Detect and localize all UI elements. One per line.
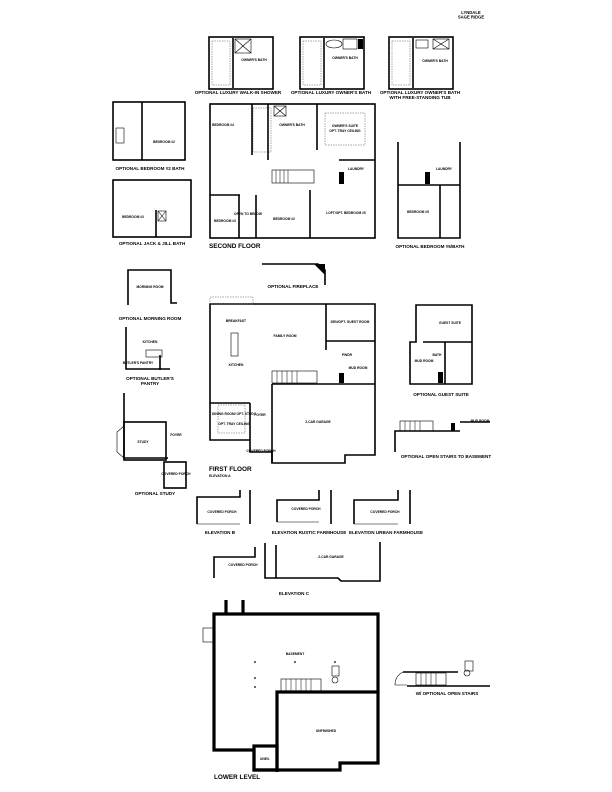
svg-text:OPTIONAL BEDROOM #5/BATH: OPTIONAL BEDROOM #5/BATH bbox=[396, 244, 466, 249]
svg-text:ELEVATION URBAN FARMHOUSE: ELEVATION URBAN FARMHOUSE bbox=[349, 530, 423, 535]
option-jack-jill-bath: BEDROOM #3 OPTIONAL JACK & JILL BATH bbox=[112, 179, 192, 246]
svg-text:FOYER: FOYER bbox=[170, 433, 182, 437]
svg-text:BEDROOM #2: BEDROOM #2 bbox=[153, 140, 175, 144]
option-luxury-owners-bath-tub: OWNER'S BATH OPTIONAL LUXURY OWNER'S BAT… bbox=[380, 36, 461, 100]
plan-name: LYNDALE bbox=[461, 10, 481, 15]
stairs bbox=[271, 370, 318, 384]
svg-text:WITH FREE-STANDING TUB: WITH FREE-STANDING TUB bbox=[389, 95, 451, 100]
svg-text:COVERED PORCH: COVERED PORCH bbox=[246, 449, 276, 453]
option-bedroom5-bath: LAUNDRY BEDROOM #5 OPTIONAL BEDROOM #5/B… bbox=[396, 142, 466, 249]
svg-text:OPTIONAL LUXURY OWNER'S BATH: OPTIONAL LUXURY OWNER'S BATH bbox=[380, 90, 461, 95]
elevation-c: COVERED PORCH 2-CAR GARAGE ELEVATION C bbox=[213, 542, 381, 596]
svg-text:ELEVATION B: ELEVATION B bbox=[205, 530, 236, 535]
svg-text:KITCHEN: KITCHEN bbox=[229, 363, 244, 367]
svg-text:GUEST SUITE: GUEST SUITE bbox=[439, 321, 462, 325]
svg-text:UNEX.: UNEX. bbox=[260, 757, 270, 761]
svg-text:2-CAR GARAGE: 2-CAR GARAGE bbox=[318, 555, 344, 559]
option-open-stairs-basement: MUD ROOM OPTIONAL OPEN STAIRS TO BASEMEN… bbox=[394, 419, 492, 459]
svg-text:MUD ROOM: MUD ROOM bbox=[471, 419, 490, 423]
svg-text:COVERED PORCH: COVERED PORCH bbox=[207, 510, 237, 514]
option-bedroom2-bath: BEDROOM #2 OPTIONAL BEDROOM #2 BATH bbox=[112, 101, 186, 171]
svg-text:MUD ROOM: MUD ROOM bbox=[349, 366, 368, 370]
option-guest-suite: GUEST SUITE MUD ROOM BATH OPTIONAL GUEST… bbox=[409, 304, 473, 397]
svg-text:PANTRY: PANTRY bbox=[141, 381, 159, 386]
svg-text:COVERED PORCH: COVERED PORCH bbox=[228, 563, 258, 567]
svg-text:COVERED PORCH: COVERED PORCH bbox=[370, 510, 400, 514]
svg-text:BEDROOM #5: BEDROOM #5 bbox=[407, 210, 429, 214]
svg-text:OPTIONAL GUEST SUITE: OPTIONAL GUEST SUITE bbox=[413, 392, 469, 397]
first-floor-title: FIRST FLOOR bbox=[209, 466, 252, 473]
option-study: STUDY FOYER COVERED PORCH OPTIONAL STUDY bbox=[116, 393, 191, 496]
svg-text:ELEVATION C: ELEVATION C bbox=[279, 591, 310, 596]
option-morning-room: MORNING ROOM OPTIONAL MORNING ROOM bbox=[119, 269, 182, 321]
svg-text:LAUNDRY: LAUNDRY bbox=[436, 167, 453, 171]
svg-text:PWDR: PWDR bbox=[342, 353, 353, 357]
svg-text:OWNER'S BATH: OWNER'S BATH bbox=[332, 56, 358, 60]
lower-level-title: LOWER LEVEL bbox=[214, 774, 260, 781]
svg-text:BASEMENT: BASEMENT bbox=[286, 652, 305, 656]
svg-text:OPTIONAL BEDROOM #2 BATH: OPTIONAL BEDROOM #2 BATH bbox=[116, 166, 186, 171]
svg-text:OPT. TRAY CEILING: OPT. TRAY CEILING bbox=[329, 129, 361, 133]
svg-text:MORNING ROOM: MORNING ROOM bbox=[136, 285, 163, 289]
option-butlers-pantry: KITCHEN BUTLER'S PANTRY OPTIONAL BUTLER'… bbox=[123, 327, 174, 386]
svg-text:BATH: BATH bbox=[433, 353, 443, 357]
svg-text:OPTIONAL STUDY: OPTIONAL STUDY bbox=[135, 491, 176, 496]
svg-text:KITCHEN: KITCHEN bbox=[143, 340, 158, 344]
elevation-rustic-farmhouse: COVERED PORCH ELEVATION RUSTIC FARMHOUSE bbox=[272, 490, 347, 535]
svg-text:OPTIONAL MORNING ROOM: OPTIONAL MORNING ROOM bbox=[119, 316, 182, 321]
svg-text:FOYER: FOYER bbox=[254, 413, 266, 417]
svg-text:OPT. TRAY CEILING: OPT. TRAY CEILING bbox=[218, 422, 250, 426]
lower-level-plan: BASEMENT UNFINISHED UNEX. LOWER LEVEL bbox=[202, 600, 380, 781]
svg-text:OWNER'S BATH: OWNER'S BATH bbox=[422, 59, 448, 63]
stairs bbox=[271, 169, 315, 184]
svg-text:ELEVATION A: ELEVATION A bbox=[209, 474, 231, 478]
svg-text:BREAKFAST: BREAKFAST bbox=[226, 319, 246, 323]
svg-text:BEDROOM #4: BEDROOM #4 bbox=[212, 123, 234, 127]
svg-text:BEDROOM #3: BEDROOM #3 bbox=[122, 215, 144, 219]
svg-text:OPTIONAL LUXURY WALK-IN SHOWER: OPTIONAL LUXURY WALK-IN SHOWER bbox=[195, 90, 282, 95]
svg-text:BEDROOM #3: BEDROOM #3 bbox=[214, 219, 236, 223]
svg-text:ELEVATION RUSTIC FARMHOUSE: ELEVATION RUSTIC FARMHOUSE bbox=[272, 530, 347, 535]
svg-text:BUTLER'S PANTRY: BUTLER'S PANTRY bbox=[123, 361, 154, 365]
option-luxury-walk-in-shower: OWNER'S BATH OPTIONAL LUXURY WALK-IN SHO… bbox=[195, 36, 282, 95]
elevation-b: COVERED PORCH ELEVATION B bbox=[196, 490, 251, 535]
option-fireplace: OPTIONAL FIREPLACE bbox=[262, 263, 326, 289]
elevation-urban-farmhouse: COVERED PORCH ELEVATION URBAN FARMHOUSE bbox=[349, 490, 423, 535]
svg-text:LAUNDRY: LAUNDRY bbox=[348, 167, 365, 171]
svg-text:COVERED PORCH: COVERED PORCH bbox=[161, 472, 191, 476]
svg-text:OPTIONAL OPEN STAIRS TO BASEME: OPTIONAL OPEN STAIRS TO BASEMENT bbox=[401, 454, 492, 459]
svg-text:DEN/OPT. GUEST ROOM: DEN/OPT. GUEST ROOM bbox=[331, 320, 370, 324]
option-luxury-owners-bath: OWNER'S BATH OPTIONAL LUXURY OWNER'S BAT… bbox=[291, 36, 372, 95]
svg-text:BEDROOM #2: BEDROOM #2 bbox=[273, 217, 295, 221]
second-floor-plan: BEDROOM #4 OWNER'S BATH OWNER'S SUITE OP… bbox=[209, 103, 376, 250]
svg-text:OPTIONAL BUTLER'S: OPTIONAL BUTLER'S bbox=[126, 376, 174, 381]
svg-text:OPTIONAL LUXURY OWNER'S BATH: OPTIONAL LUXURY OWNER'S BATH bbox=[291, 90, 372, 95]
option-lower-open-stairs: W/ OPTIONAL OPEN STAIRS bbox=[394, 660, 490, 696]
svg-text:STUDY: STUDY bbox=[137, 440, 149, 444]
svg-text:OWNER'S BATH: OWNER'S BATH bbox=[241, 58, 267, 62]
svg-text:OPTIONAL FIREPLACE: OPTIONAL FIREPLACE bbox=[268, 284, 319, 289]
svg-text:FAMILY ROOM: FAMILY ROOM bbox=[274, 334, 297, 338]
svg-text:MUD ROOM: MUD ROOM bbox=[415, 359, 434, 363]
second-floor-title: SECOND FLOOR bbox=[209, 243, 261, 250]
svg-text:DINING ROOM/ OPT. STUDY: DINING ROOM/ OPT. STUDY bbox=[212, 412, 257, 416]
svg-text:OWNER'S BATH: OWNER'S BATH bbox=[279, 123, 305, 127]
svg-text:OPTIONAL JACK & JILL BATH: OPTIONAL JACK & JILL BATH bbox=[119, 241, 186, 246]
svg-text:OWNER'S SUITE: OWNER'S SUITE bbox=[332, 124, 359, 128]
svg-text:OPEN TO BELOW: OPEN TO BELOW bbox=[234, 212, 263, 216]
first-floor-plan: BREAKFAST FAMILY ROOM DEN/OPT. GUEST ROO… bbox=[209, 296, 376, 478]
svg-text:COVERED PORCH: COVERED PORCH bbox=[291, 507, 321, 511]
community-name: SAGE RIDGE bbox=[458, 15, 484, 20]
svg-text:W/ OPTIONAL OPEN STAIRS: W/ OPTIONAL OPEN STAIRS bbox=[416, 691, 479, 696]
svg-text:UNFINISHED: UNFINISHED bbox=[316, 729, 337, 733]
svg-text:LOFT/OPT. BEDROOM #5: LOFT/OPT. BEDROOM #5 bbox=[326, 211, 366, 215]
svg-text:2-CAR GARAGE: 2-CAR GARAGE bbox=[305, 420, 331, 424]
